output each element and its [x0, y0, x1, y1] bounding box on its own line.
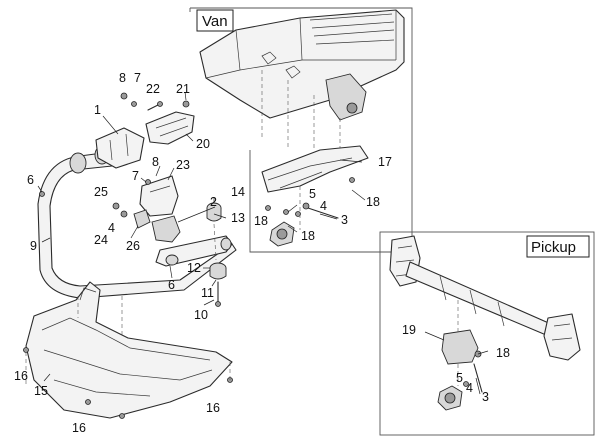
- callout-5-pickup: 5: [456, 371, 463, 385]
- callout-6-bottom: 6: [168, 278, 175, 292]
- van-bolt: [307, 207, 339, 219]
- callout-14: 14: [231, 185, 245, 199]
- callout-3-van: 3: [341, 213, 348, 227]
- pickup-crossmember-assembly: [389, 235, 581, 411]
- callout-16-left: 16: [14, 369, 28, 383]
- callout-18-van-mid: 18: [301, 229, 315, 243]
- callout-5-van: 5: [309, 187, 316, 201]
- callout-21: 21: [176, 82, 190, 96]
- callout-12: 12: [187, 261, 201, 275]
- bolt-8-top: [120, 92, 128, 100]
- callout-4-pickup: 4: [466, 381, 473, 395]
- callout-7-top: 7: [134, 71, 141, 85]
- callout-8-mid: 8: [152, 155, 159, 169]
- callout-17: 17: [378, 155, 392, 169]
- bracket-20: [145, 111, 195, 145]
- frame-tube-end: [69, 152, 87, 174]
- callout-16-bottom: 16: [72, 421, 86, 435]
- main-crossmember-assembly: [23, 92, 237, 419]
- bracket-26: [133, 209, 151, 229]
- callout-4-van: 4: [320, 199, 327, 213]
- van-label: Van: [202, 13, 228, 30]
- callout-6-left: 6: [27, 173, 34, 187]
- bracket-23: [139, 175, 179, 217]
- upper-bracket: [95, 127, 145, 169]
- callout-2: 2: [210, 195, 217, 209]
- skid-plate: [25, 281, 233, 419]
- callout-7-mid: 7: [132, 169, 139, 183]
- callout-23: 23: [176, 158, 190, 172]
- mount-2: [151, 215, 181, 243]
- callout-25: 25: [94, 185, 108, 199]
- pickup-right-bracket: [543, 313, 581, 361]
- callout-labels: 1 2 3 3 24 4 4 5 5 6 6 7 7 8 8 9 10 11 1…: [14, 71, 510, 435]
- pickup-label: Pickup: [531, 239, 576, 256]
- callout-19: 19: [402, 323, 416, 337]
- van-crossmember: [261, 145, 369, 193]
- van-label-box: [196, 9, 234, 32]
- callout-9: 9: [30, 239, 37, 253]
- tubular-frame: [37, 151, 237, 299]
- callout-1: 1: [94, 103, 101, 117]
- callout-4-main-assembly: 4: [108, 221, 115, 235]
- pickup-inset-frame: [379, 231, 595, 436]
- van-frame-rail: [199, 9, 405, 119]
- pickup-label-box: [526, 235, 590, 258]
- callout-20: 20: [196, 137, 210, 151]
- van-crossmember-assembly: [199, 9, 405, 247]
- callout-3-pickup: 3: [482, 390, 489, 404]
- callout-24: 24: [94, 233, 108, 247]
- pickup-crossmember-tube: [405, 261, 561, 341]
- callout-10: 10: [194, 308, 208, 322]
- callout-16-right: 16: [206, 401, 220, 415]
- callout-18-pickup: 18: [496, 346, 510, 360]
- pickup-inset: Pickup: [379, 231, 595, 436]
- callout-18-van-left: 18: [254, 214, 268, 228]
- callout-11: 11: [201, 286, 214, 300]
- callout-15: 15: [34, 384, 48, 398]
- callout-26: 26: [126, 239, 140, 253]
- pickup-bolt: [473, 363, 483, 393]
- leader-lines: [37, 91, 489, 395]
- callout-8-top: 8: [119, 71, 126, 85]
- callout-13: 13: [231, 211, 245, 225]
- callout-18-van-right: 18: [366, 195, 380, 209]
- callout-22: 22: [146, 82, 160, 96]
- pickup-mount-bracket: [441, 329, 479, 365]
